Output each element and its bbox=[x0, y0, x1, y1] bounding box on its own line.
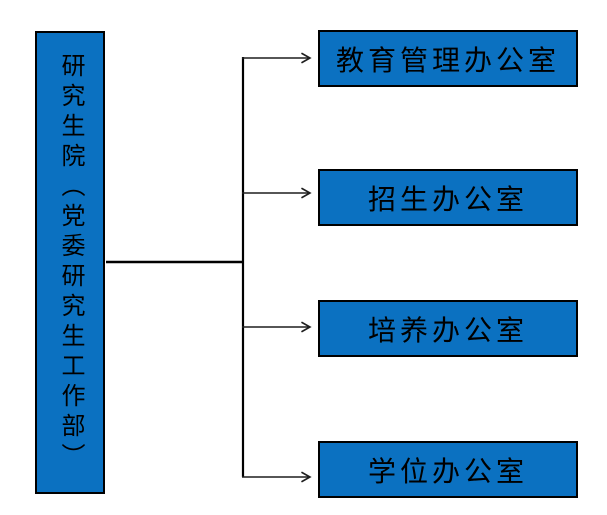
org-box-graduate-school-label: 研究生院（党委研究生工作部） bbox=[57, 52, 84, 473]
org-box-admissions-office-label: 招生办公室 bbox=[367, 183, 528, 215]
org-box-graduate-school: 研究生院（党委研究生工作部） bbox=[35, 31, 105, 494]
org-box-admissions-office: 招生办公室 bbox=[318, 169, 578, 226]
org-box-training-office-label: 培养办公室 bbox=[367, 314, 528, 346]
org-box-training-office: 培养办公室 bbox=[318, 300, 578, 357]
org-box-degree-office-label: 学位办公室 bbox=[367, 455, 528, 487]
org-box-education-management-office-label: 教育管理办公室 bbox=[335, 44, 560, 76]
org-box-education-management-office: 教育管理办公室 bbox=[318, 30, 578, 87]
org-box-degree-office: 学位办公室 bbox=[318, 441, 578, 498]
